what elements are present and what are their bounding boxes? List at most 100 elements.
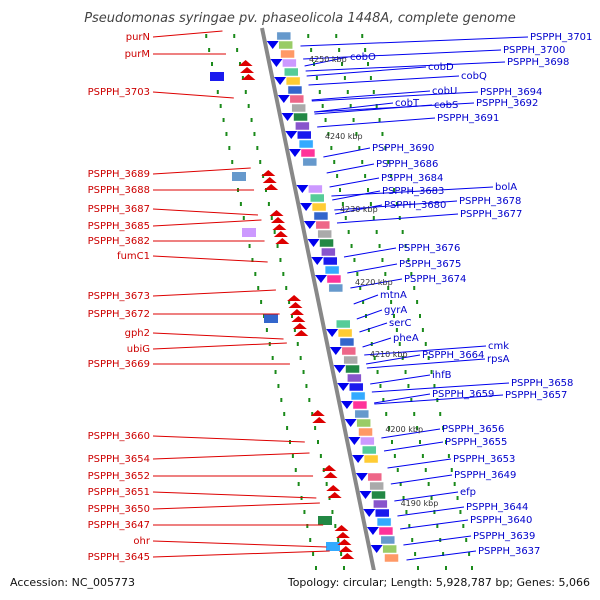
- right-gene-label: PSPPH_3644: [466, 502, 528, 513]
- tick-mark: [273, 230, 276, 234]
- left-strand-arrow: [312, 417, 327, 423]
- gene-block: [360, 436, 375, 446]
- left-gene-label: gph2: [125, 328, 150, 339]
- tick-mark: [341, 62, 344, 66]
- tick-mark: [444, 440, 447, 444]
- tick-mark: [418, 440, 421, 444]
- label-leader-right: [403, 535, 472, 546]
- tick-mark: [349, 104, 352, 108]
- right-strand-arrow: [366, 527, 379, 535]
- tick-mark: [267, 202, 270, 206]
- right-strand-arrow: [333, 365, 346, 373]
- tick-mark: [453, 482, 456, 486]
- tick-mark: [396, 468, 399, 472]
- tick-mark: [337, 538, 340, 542]
- tick-mark: [367, 62, 370, 66]
- tick-mark: [393, 314, 395, 318]
- gene-block: [380, 535, 396, 545]
- label-leader-right: [305, 61, 506, 72]
- label-leader-left: [152, 435, 305, 443]
- right-gene-label: PSPPH_3674: [404, 274, 466, 285]
- tick-mark: [416, 566, 419, 570]
- tick-mark: [421, 454, 424, 458]
- tick-mark: [430, 370, 433, 374]
- right-strand-arrow: [288, 149, 301, 157]
- left-strand-arrow: [262, 177, 277, 183]
- kbp-marker: 4220 kbp: [355, 278, 393, 287]
- right-gene-label: PSPPH_3659: [432, 389, 494, 400]
- tick-mark: [205, 34, 208, 38]
- label-leader-right: [332, 190, 381, 201]
- left-gene-label: PSPPH_3687: [88, 204, 150, 215]
- label-leader-right: [394, 491, 459, 502]
- right-gene-label: PSPPH_3657: [505, 390, 567, 401]
- gene-block: [337, 328, 353, 338]
- left-strand-arrow: [264, 184, 279, 190]
- tick-mark: [393, 188, 396, 192]
- tick-mark: [325, 482, 328, 486]
- gene-block: [347, 373, 362, 383]
- tick-mark: [352, 118, 355, 122]
- right-gene-label: efp: [460, 487, 476, 498]
- label-leader-left: [152, 91, 234, 99]
- right-gene-label: PSPPH_3692: [476, 98, 538, 109]
- gene-block-left: [210, 72, 224, 81]
- tick-mark: [369, 76, 372, 80]
- tick-mark: [358, 146, 361, 150]
- left-gene-label: PSPPH_3660: [88, 431, 150, 442]
- left-strand-arrow: [269, 210, 284, 216]
- label-leader-right: [397, 506, 465, 517]
- tick-mark: [376, 370, 379, 374]
- label-leader-left: [152, 255, 268, 263]
- tick-mark: [390, 300, 393, 304]
- right-gene-label: PSPPH_3677: [460, 209, 522, 220]
- tick-mark: [369, 202, 372, 206]
- tick-mark: [362, 300, 365, 304]
- right-strand-arrow: [340, 401, 353, 409]
- right-gene-label: cmk: [488, 341, 509, 352]
- tick-mark: [410, 272, 413, 276]
- tick-mark: [402, 496, 405, 500]
- tick-mark: [407, 384, 410, 388]
- topology-text: Topology: circular; Length: 5,928,787 bp…: [287, 576, 590, 589]
- gene-block: [319, 238, 334, 248]
- tick-mark: [346, 90, 349, 94]
- tick-mark: [231, 160, 234, 164]
- gene-block: [287, 85, 303, 95]
- tick-mark: [314, 566, 317, 570]
- left-gene-label: purM: [125, 49, 150, 60]
- gene-block: [356, 418, 371, 428]
- right-gene-label: cobS: [434, 100, 458, 111]
- tick-mark: [393, 454, 396, 458]
- left-strand-arrow: [323, 472, 338, 478]
- tick-mark: [468, 552, 471, 556]
- gene-block: [284, 67, 299, 77]
- tick-mark: [390, 174, 393, 178]
- tick-mark: [378, 118, 381, 122]
- right-gene-label: PSPPH_3676: [398, 243, 460, 254]
- left-strand-arrow: [273, 231, 288, 237]
- right-strand-arrow: [344, 419, 357, 427]
- page-title: Pseudomonas syringae pv. phaseolicola 14…: [84, 11, 516, 26]
- left-strand-arrow: [334, 525, 349, 531]
- tick-mark: [459, 510, 462, 514]
- label-leader-right: [331, 186, 494, 197]
- right-strand-arrow: [314, 275, 327, 283]
- tick-mark: [327, 132, 330, 136]
- tick-mark: [283, 412, 286, 416]
- gene-block: [374, 508, 390, 518]
- tick-mark: [216, 90, 219, 94]
- tick-mark: [367, 188, 370, 192]
- tick-mark: [270, 216, 273, 220]
- right-gene-label: PSPPH_3637: [478, 546, 540, 557]
- tick-mark: [430, 496, 433, 500]
- tick-mark: [316, 440, 319, 444]
- label-leader-right: [366, 358, 486, 369]
- tick-mark: [279, 258, 282, 262]
- tick-mark: [353, 258, 356, 262]
- tick-mark: [333, 160, 336, 164]
- tick-mark: [208, 48, 211, 52]
- label-leader-left: [152, 342, 287, 350]
- left-gene-label: PSPPH_3673: [88, 291, 150, 302]
- left-gene-label: PSPPH_3654: [88, 454, 150, 465]
